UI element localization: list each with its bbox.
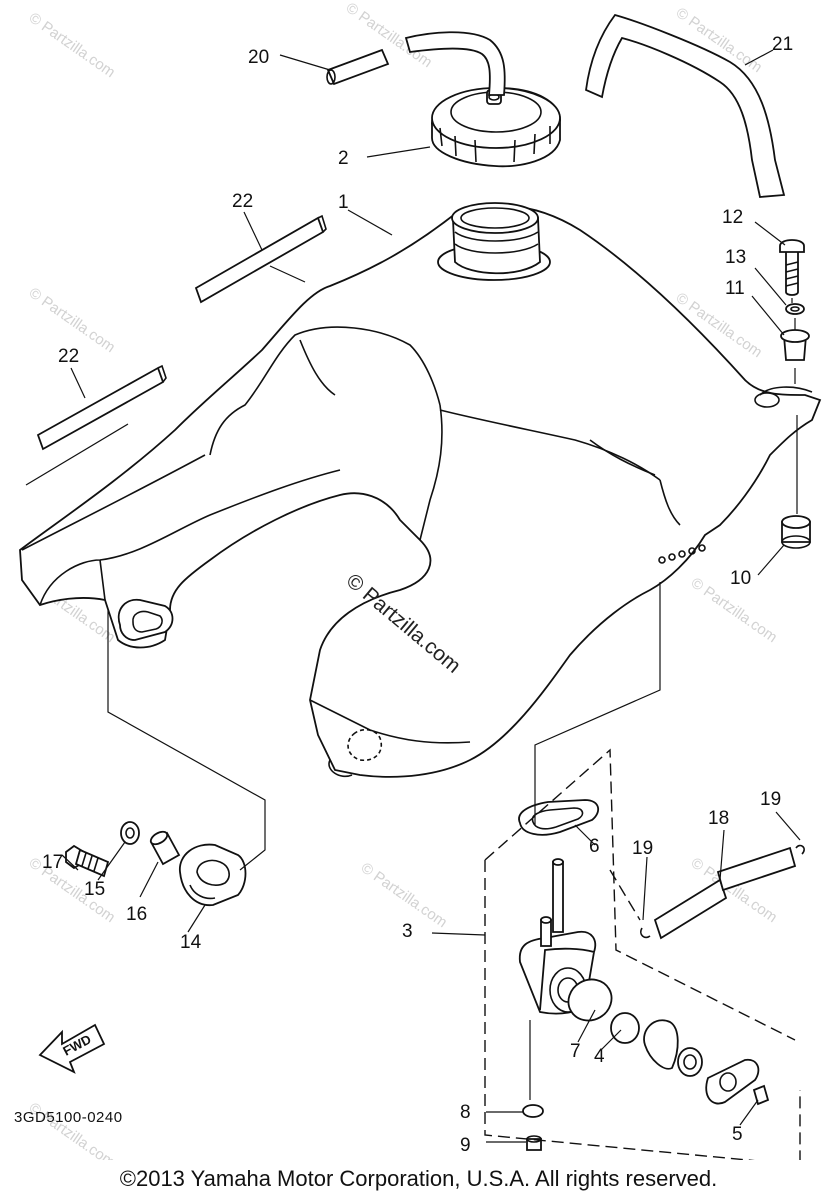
leader-lines [61, 49, 801, 1143]
callout-3: 3 [402, 921, 413, 942]
copyright-notice: ©2013 Yamaha Motor Corporation, U.S.A. A… [119, 1166, 718, 1191]
callout-20: 20 [248, 47, 269, 68]
damper-guide-line [269, 265, 306, 283]
callout-17: 17 [42, 852, 63, 873]
callout-22-lower: 22 [58, 346, 79, 367]
callout-21: 21 [772, 34, 793, 55]
damper-strip-lower [36, 364, 167, 451]
callout-14: 14 [180, 932, 202, 953]
damper-strip-upper [194, 214, 327, 304]
callout-10: 10 [730, 568, 751, 589]
callout-9: 9 [460, 1135, 471, 1156]
mount-hardware-right [779, 239, 811, 549]
fuel-tank [19, 202, 822, 778]
callout-11: 11 [725, 278, 745, 299]
callout-19-lower: 19 [632, 838, 653, 859]
callout-15: 15 [84, 879, 105, 900]
fuel-cap [431, 87, 561, 168]
callout-12: 12 [722, 207, 743, 228]
callout-16: 16 [126, 904, 147, 925]
callout-19-upper: 19 [760, 789, 781, 810]
callout-labels: 1 2 3 4 5 6 7 8 9 10 11 12 13 14 15 16 1… [42, 34, 793, 1156]
guide-line [107, 610, 266, 871]
callout-7: 7 [570, 1041, 581, 1062]
fwd-arrow-icon: FWD [38, 1023, 106, 1074]
callout-4: 4 [594, 1046, 605, 1067]
callout-22-upper: 22 [232, 191, 253, 212]
callout-1: 1 [338, 192, 349, 213]
callout-18: 18 [708, 808, 729, 829]
diagram-code: 3GD5100-0240 [14, 1109, 123, 1126]
fuel-cock-assembly [484, 748, 805, 1160]
watermark: © Partzilla.com [26, 9, 119, 81]
guide-line [534, 582, 661, 825]
fuel-tank-exploded-diagram: © Partzilla.com © Partzilla.com © Partzi… [14, 0, 822, 1160]
damper-guide-line [25, 423, 129, 486]
tank-strap [585, 13, 786, 198]
callout-6: 6 [589, 836, 600, 857]
mount-hardware-left [65, 821, 247, 906]
callout-2: 2 [338, 148, 349, 169]
callout-13: 13 [725, 247, 746, 268]
callout-5: 5 [732, 1124, 743, 1145]
breather-hose [326, 31, 506, 96]
callout-8: 8 [460, 1102, 471, 1123]
vent-holes [658, 544, 706, 564]
